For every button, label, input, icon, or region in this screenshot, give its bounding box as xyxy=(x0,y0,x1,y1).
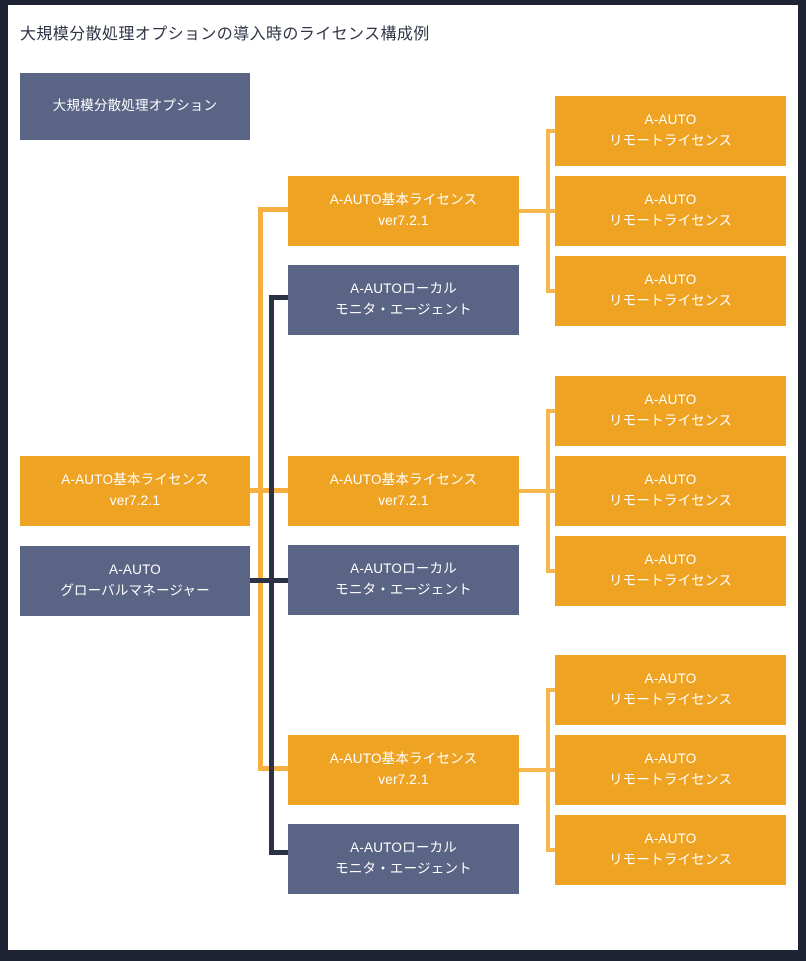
remote-license-1-3[interactable]: A-AUTO リモートライセンス xyxy=(555,256,786,326)
local-monitor-2[interactable]: A-AUTOローカル モニタ・エージェント xyxy=(288,545,519,615)
remote-license-1-1-line-1: A-AUTO xyxy=(644,112,697,128)
remote-license-3-3[interactable]: A-AUTO リモートライセンス xyxy=(555,815,786,885)
connector-group3-leg-1 xyxy=(546,688,558,692)
connector-group1-stem xyxy=(519,209,550,213)
remote-license-1-2-line-2: リモートライセンス xyxy=(608,213,733,228)
remote-license-2-3-line-2: リモートライセンス xyxy=(608,573,733,588)
mid-base-license-3-line-1: A-AUTO基本ライセンス xyxy=(329,751,478,767)
remote-license-3-1-line-2: リモートライセンス xyxy=(608,692,733,707)
remote-license-2-3-line-1: A-AUTO xyxy=(644,552,697,568)
mid-base-license-1-line-1: A-AUTO基本ライセンス xyxy=(329,192,478,208)
remote-license-1-2[interactable]: A-AUTO リモートライセンス xyxy=(555,176,786,246)
local-monitor-1-line-1: A-AUTOローカル xyxy=(350,281,457,297)
remote-license-2-1-line-1: A-AUTO xyxy=(644,392,697,408)
remote-license-3-2[interactable]: A-AUTO リモートライセンス xyxy=(555,735,786,805)
connector-orange-branch-1 xyxy=(258,207,292,212)
global-manager[interactable]: A-AUTO グローバルマネージャー xyxy=(20,546,250,616)
option-box-line-1: 大規模分散処理オプション xyxy=(52,98,218,114)
remote-license-2-2-line-2: リモートライセンス xyxy=(608,493,733,508)
mid-base-license-2-line-1: A-AUTO基本ライセンス xyxy=(329,472,478,488)
remote-license-2-1-line-2: リモートライセンス xyxy=(608,413,733,428)
connector-group2-stem xyxy=(519,489,550,493)
mid-base-license-3[interactable]: A-AUTO基本ライセンス ver7.2.1 xyxy=(288,735,519,805)
mid-base-license-1[interactable]: A-AUTO基本ライセンス ver7.2.1 xyxy=(288,176,519,246)
connector-orange-branch-2 xyxy=(258,488,292,493)
mid-base-license-2[interactable]: A-AUTO基本ライセンス ver7.2.1 xyxy=(288,456,519,526)
left-base-license-line-2: ver7.2.1 xyxy=(109,493,161,508)
remote-license-3-3-line-1: A-AUTO xyxy=(644,831,697,847)
global-manager-line-2: グローバルマネージャー xyxy=(60,583,210,598)
option-box[interactable]: 大規模分散処理オプション xyxy=(20,73,250,140)
remote-license-2-3[interactable]: A-AUTO リモートライセンス xyxy=(555,536,786,606)
remote-license-3-2-line-2: リモートライセンス xyxy=(608,772,733,787)
remote-license-2-2-line-1: A-AUTO xyxy=(644,472,697,488)
remote-license-1-3-line-2: リモートライセンス xyxy=(608,293,733,308)
local-monitor-1-line-2: モニタ・エージェント xyxy=(335,302,472,317)
connector-orange-branch-3 xyxy=(258,766,292,771)
page-title: 大規模分散処理オプションの導入時のライセンス構成例 xyxy=(20,26,430,43)
local-monitor-2-line-2: モニタ・エージェント xyxy=(335,582,472,597)
local-monitor-3-line-2: モニタ・エージェント xyxy=(335,861,472,876)
remote-license-1-2-line-1: A-AUTO xyxy=(644,192,697,208)
connector-dark-branch-3 xyxy=(269,850,292,855)
connector-group2-leg-1 xyxy=(546,409,558,413)
connector-group3-leg-3 xyxy=(546,848,558,852)
local-monitor-3[interactable]: A-AUTOローカル モニタ・エージェント xyxy=(288,824,519,894)
remote-license-2-1[interactable]: A-AUTO リモートライセンス xyxy=(555,376,786,446)
mid-base-license-3-line-2: ver7.2.1 xyxy=(378,772,429,787)
remote-license-3-1-line-1: A-AUTO xyxy=(644,671,697,687)
remote-license-1-3-line-1: A-AUTO xyxy=(644,272,697,288)
connector-group2-leg-2 xyxy=(546,489,558,493)
connector-group3-leg-2 xyxy=(546,768,558,772)
left-base-license-line-1: A-AUTO基本ライセンス xyxy=(61,472,209,488)
connector-dark-stub-left xyxy=(250,578,272,583)
connector-group1-leg-2 xyxy=(546,209,558,213)
remote-license-2-2[interactable]: A-AUTO リモートライセンス xyxy=(555,456,786,526)
mid-base-license-1-line-2: ver7.2.1 xyxy=(378,213,429,228)
connector-group3-stem xyxy=(519,768,550,772)
connector-dark-branch-1 xyxy=(269,295,292,300)
frame-border-bottom xyxy=(0,950,806,961)
mid-base-license-2-line-2: ver7.2.1 xyxy=(378,493,429,508)
local-monitor-3-line-1: A-AUTOローカル xyxy=(350,840,457,856)
connector-dark-branch-2 xyxy=(269,578,292,583)
connector-orange-stub-left xyxy=(250,488,262,493)
local-monitor-2-line-1: A-AUTOローカル xyxy=(350,561,457,577)
remote-license-3-3-line-2: リモートライセンス xyxy=(608,852,733,867)
frame-border-right xyxy=(798,0,806,961)
remote-license-3-1[interactable]: A-AUTO リモートライセンス xyxy=(555,655,786,725)
remote-license-1-1[interactable]: A-AUTO リモートライセンス xyxy=(555,96,786,166)
connector-dark-trunk xyxy=(269,295,274,855)
frame-border-left xyxy=(0,0,8,961)
local-monitor-1[interactable]: A-AUTOローカル モニタ・エージェント xyxy=(288,265,519,335)
left-base-license[interactable]: A-AUTO基本ライセンス ver7.2.1 xyxy=(20,456,250,526)
remote-license-1-1-line-2: リモートライセンス xyxy=(608,133,733,148)
connector-group1-leg-3 xyxy=(546,289,558,293)
connector-group1-leg-1 xyxy=(546,129,558,133)
remote-license-3-2-line-1: A-AUTO xyxy=(644,751,697,767)
connector-group2-leg-3 xyxy=(546,569,558,573)
global-manager-line-1: A-AUTO xyxy=(109,562,161,578)
frame-border-top xyxy=(0,0,806,5)
